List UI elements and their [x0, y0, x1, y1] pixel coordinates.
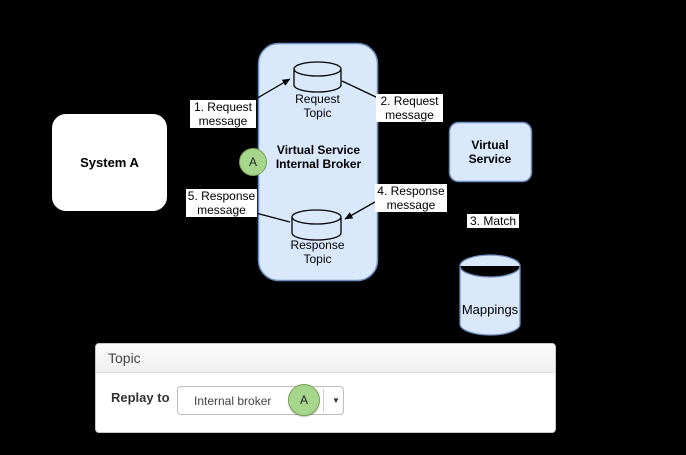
topic-panel-title: Topic: [108, 350, 141, 366]
topic-panel-body: Replay to Internal broker A ▼: [96, 373, 555, 432]
topic-panel: Topic Replay to Internal broker A ▼: [95, 343, 556, 433]
edge-label-request-2: 2. Request message: [376, 94, 443, 122]
virtual-service-box: [448, 121, 533, 183]
broker-title: Virtual Service Internal Broker: [275, 143, 362, 171]
request-topic-label: Request Topic: [295, 92, 340, 120]
edge-label-response-4: 4. Response message: [375, 184, 447, 212]
system-a-box: [50, 112, 169, 213]
broker-a-badge: A: [239, 148, 267, 176]
mappings-label: Mappings: [461, 302, 519, 317]
replay-to-dropdown[interactable]: Internal broker A ▼: [177, 384, 344, 416]
dropdown-a-badge: A: [288, 384, 320, 416]
edge-label-response-5: 5. Response message: [186, 189, 257, 217]
replay-to-dropdown-value: Internal broker: [194, 393, 272, 408]
edge-label-request-1: 1. Request message: [190, 100, 256, 128]
system-a-label: System A: [80, 154, 139, 170]
response-topic-label: Response Topic: [290, 238, 345, 266]
broker-a-badge-letter: A: [248, 155, 257, 169]
response-topic-cylinder: [291, 209, 342, 241]
virtual-service-label: Virtual Service: [468, 137, 512, 166]
chevron-down-icon[interactable]: ▼: [332, 396, 340, 405]
request-topic-cylinder: [293, 61, 342, 93]
dropdown-a-badge-letter: A: [299, 393, 308, 407]
topic-panel-header: Topic: [96, 344, 555, 373]
mappings-cylinder: [459, 254, 521, 336]
dropdown-separator: [323, 389, 324, 412]
replay-to-label: Replay to: [111, 390, 170, 405]
edge-label-match-3: 3. Match: [467, 214, 520, 228]
